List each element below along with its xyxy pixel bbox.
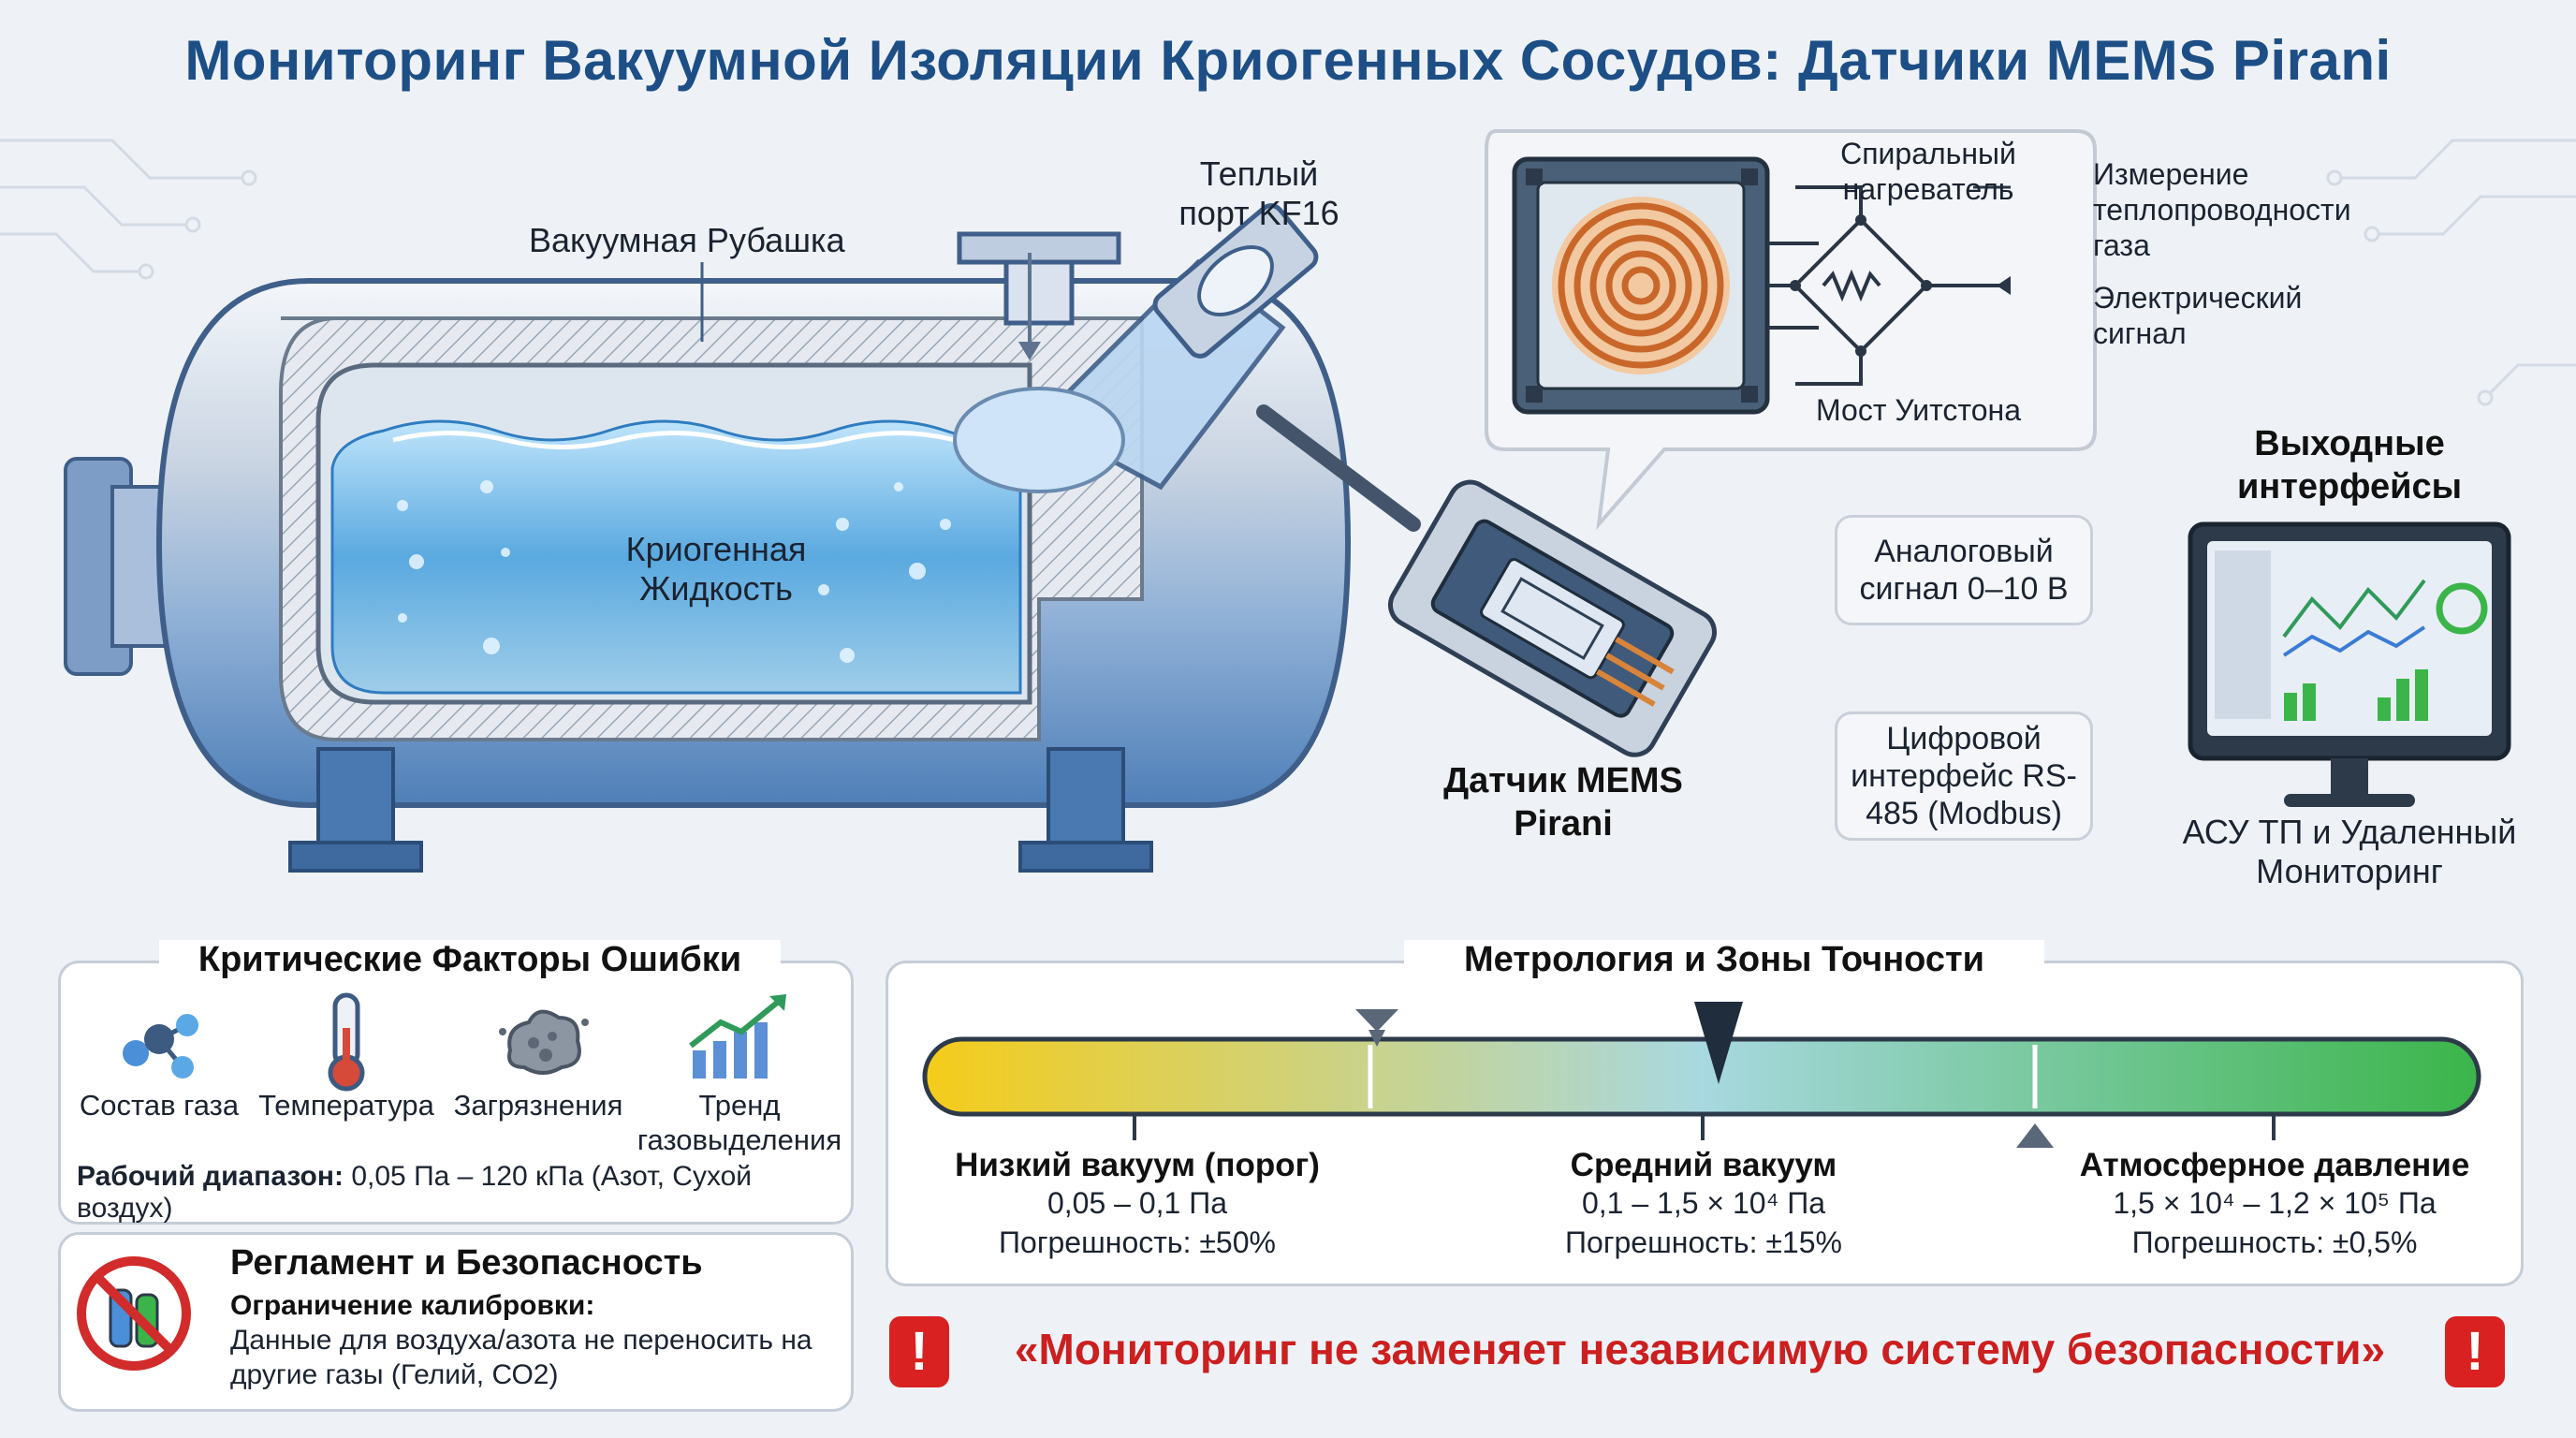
contamination-icon [499,1009,589,1075]
factor-contamination-label: Загрязнения [453,1089,623,1122]
output-interfaces-title: Выходные интерфейсы [2236,424,2463,506]
factor-gas-label: Состав газа [79,1089,240,1122]
digital-interface-box: Цифровой интерфейс RS-485 (Modbus) [1835,712,2093,841]
zone-mid-range: 0,1 – 1,5 × 10⁴ Па [1581,1186,1826,1220]
factor-temperature-label: Температура [258,1089,434,1122]
wheatstone-bridge-label: Мост Уитстона [1816,393,2021,427]
atm-marker [2016,1123,2054,1148]
analog-signal-box: Аналоговый сигнал 0–10 В [1835,515,2093,625]
zone-mid-accuracy: Погрешность: ±15% [1565,1225,1842,1259]
page-title: Мониторинг Вакуумной Изоляции Криогенных… [184,29,2392,92]
electrical-signal-label: Электрический сигнал [2093,281,2303,350]
thermometer-icon [328,992,365,1092]
operating-range-label: Рабочий диапазон: [77,1161,344,1192]
zone-atm-accuracy: Погрешность: ±0,5% [2131,1225,2418,1259]
warning-icon-left: ! [889,1316,949,1387]
no-gas-cylinder-icon [77,1256,191,1371]
zone-atm-title: Атмосферное давление [2079,1147,2470,1183]
zone-low-accuracy: Погрешность: ±50% [999,1225,1276,1259]
vacuum-jacket-label: Вакуумная Рубашка [529,221,845,259]
cryogenic-vessel-illustration [64,203,1421,873]
warning-icon-right: ! [2445,1316,2505,1387]
safety-title: Регламент и Безопасность [230,1243,703,1283]
warm-port-label: Теплый порт KF16 [1178,154,1339,233]
sensor-label: Датчик MEMS Pirani [1443,761,1683,844]
zone-low-range: 0,05 – 0,1 Па [1046,1186,1228,1220]
mems-sensor-illustration [1387,479,1717,757]
zone-atmospheric: Атмосферное давление 1,5 × 10⁴ – 1,2 × 1… [2041,1147,2509,1262]
zone-low-vacuum: Низкий вакуум (порог) 0,05 – 0,1 Па Погр… [936,1147,1339,1262]
mid-vacuum-marker [1694,1002,1743,1084]
error-factors-title: Критические Факторы Ошибки [159,940,781,980]
molecule-icon [123,1014,198,1078]
trend-chart-icon [689,994,786,1078]
operating-range-value: 0,05 Па – 120 кПа (Азот, Сухой воздух) [77,1161,753,1224]
safety-warning: «Мониторинг не заменяет независимую сист… [1014,1325,2386,1373]
factor-outgassing-label: Тренд газовыделения [637,1089,842,1156]
cryogenic-liquid-label: Криогенная Жидкость [625,530,807,609]
sensor-detail-callout [1485,129,2097,531]
operating-range: Рабочий диапазон: 0,05 Па – 120 кПа (Азо… [77,1161,844,1225]
zone-medium-vacuum: Средний вакуум 0,1 – 1,5 × 10⁴ Па Погреш… [1498,1147,1910,1262]
zone-atm-range: 1,5 × 10⁴ – 1,2 × 10⁵ Па [2113,1186,2437,1220]
scada-label: АСУ ТП и Удаленный Мониторинг [2182,813,2517,891]
low-vacuum-marker [1355,1009,1398,1047]
metrology-title: Метрология и Зоны Точности [1404,940,2044,980]
spiral-heater-label: Спиральный нагреватель [1840,137,2016,206]
safety-subtitle: Ограничение калибровки: [230,1290,595,1321]
safety-text: Данные для воздуха/азота не переносить н… [230,1325,812,1390]
zone-low-title: Низкий вакуум (порог) [955,1147,1320,1183]
scada-monitor-icon [2188,521,2511,807]
thermal-conductivity-label: Измерение теплопроводности газа [2093,157,2351,262]
accuracy-scale-bar [922,1002,2481,1148]
safety-panel [58,1232,854,1412]
error-factors-panel [58,961,854,1225]
zone-mid-title: Средний вакуум [1570,1147,1837,1183]
